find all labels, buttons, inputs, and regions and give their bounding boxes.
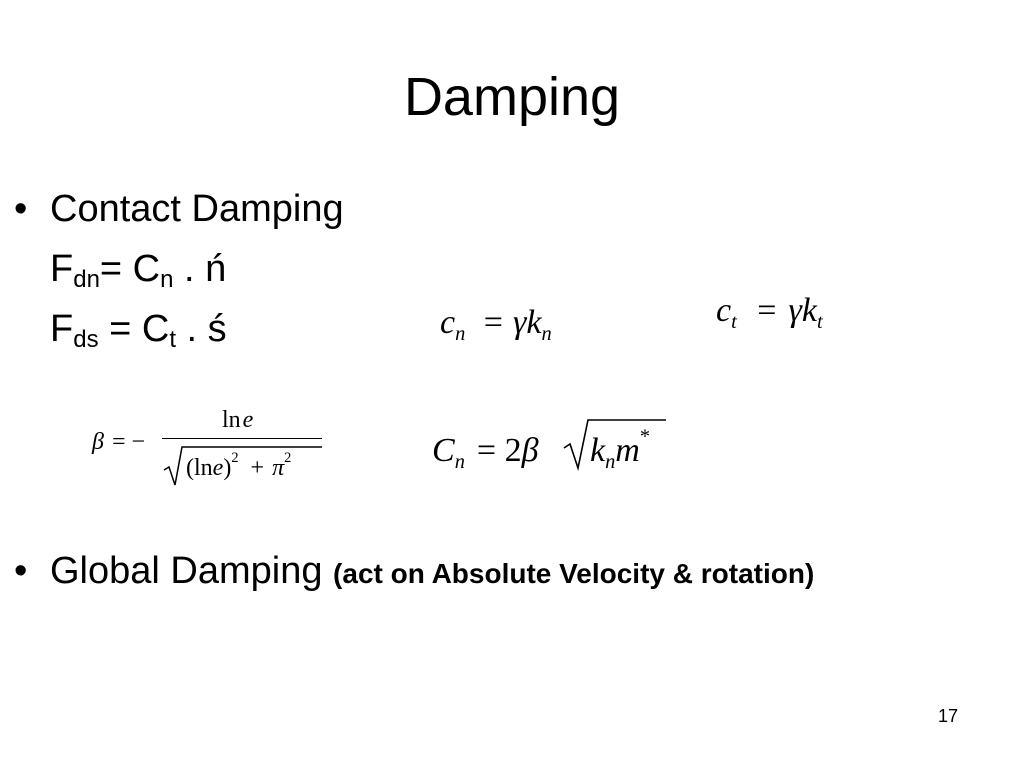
- bullet-dot: •: [14, 550, 28, 592]
- bullet-contact-damping: • Contact Damping: [14, 186, 344, 232]
- bullet-text: Contact Damping: [50, 188, 344, 230]
- sqrt-symbol: [163, 446, 322, 486]
- page-number: 17: [938, 706, 959, 726]
- bullet-note: (act on Absolute Velocity & rotation): [333, 558, 815, 589]
- fds-equation: Fds = Ct . ś: [50, 308, 227, 353]
- Cn-formula: Cn= 2β knm*: [432, 419, 682, 480]
- fraction-bar: [162, 438, 322, 439]
- bullet-dot: •: [14, 188, 28, 230]
- bullet-global-damping: • Global Damping (act on Absolute Velocit…: [14, 548, 814, 597]
- bullet-text: Global Damping: [50, 550, 323, 592]
- cn-formula: cn =γkn: [440, 304, 552, 346]
- fdn-equation: Fdn= Cn . ń: [50, 248, 227, 293]
- slide-title: Damping: [403, 67, 621, 127]
- ct-formula: ct =γkt: [716, 292, 823, 334]
- sqrt-symbol: [563, 419, 666, 472]
- beta-formula: β= − lne (lne)2+π2: [92, 408, 342, 488]
